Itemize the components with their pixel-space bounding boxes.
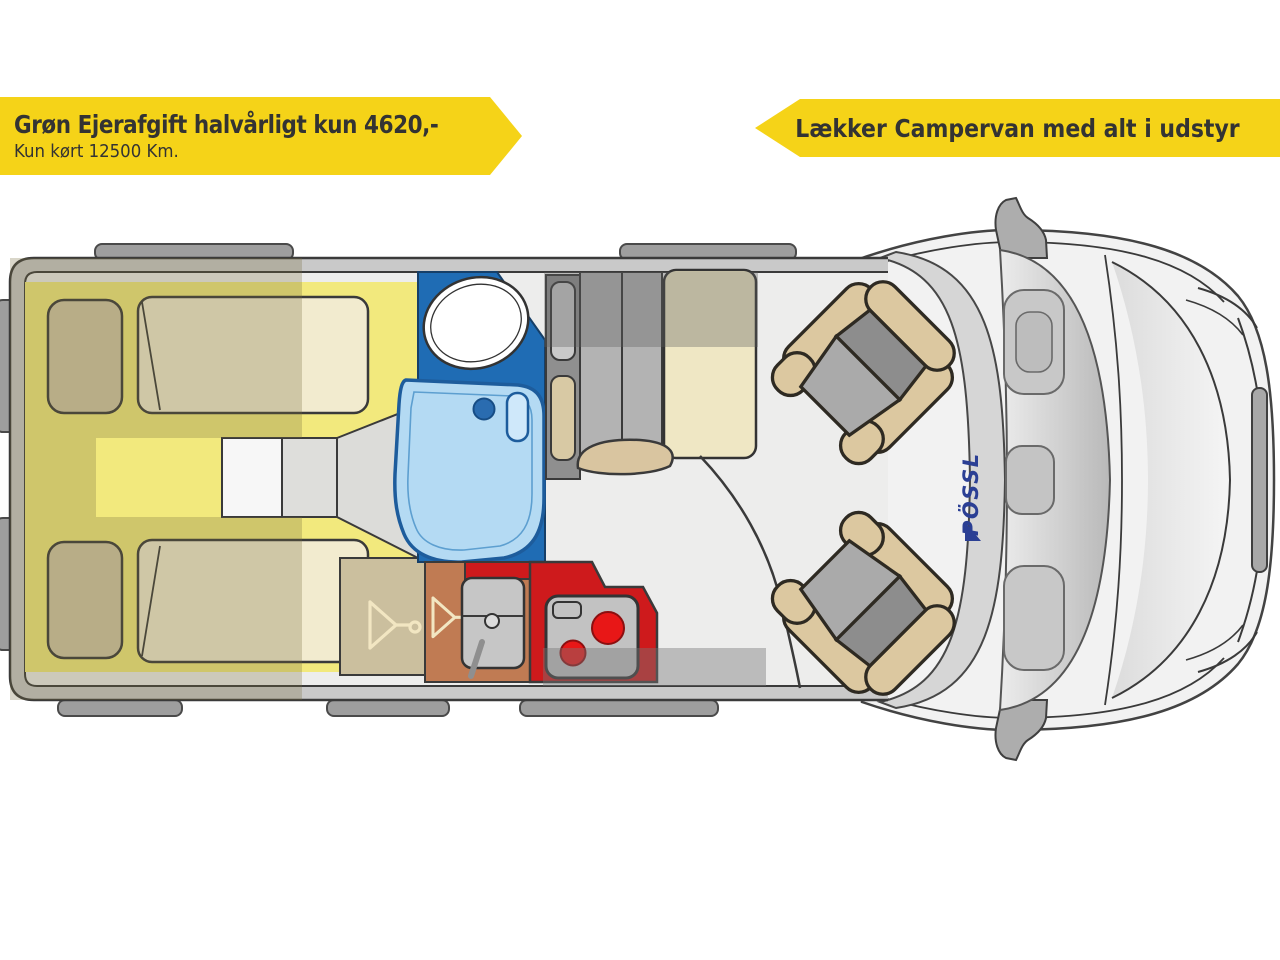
- sink-faucet: [468, 639, 485, 679]
- mirror-top: [994, 196, 1049, 259]
- bathroom: [393, 271, 546, 564]
- hood-crease-inner: [1104, 254, 1123, 706]
- brand-logo-wing-icon: [965, 522, 981, 541]
- stove-control: [552, 601, 582, 619]
- mattress-top: [136, 295, 370, 415]
- wine-glass-icon: [368, 600, 422, 650]
- glovebox: [1003, 565, 1065, 671]
- hood-shade: [1112, 262, 1230, 698]
- bed-center-step: [221, 437, 283, 518]
- kitchen: [424, 560, 659, 684]
- front-grille: [1251, 387, 1268, 573]
- overhead-bed-shade-left: [10, 438, 96, 517]
- wardrobe-door-top: [550, 281, 576, 361]
- sink-drain: [484, 613, 500, 629]
- wall-outer-line: [8, 256, 888, 702]
- bed-center-cabinet: [281, 437, 338, 518]
- steering-column: [1015, 311, 1053, 373]
- overhead-cabinet-shade: [544, 272, 758, 347]
- center-console: [1005, 445, 1055, 515]
- shower-tray-rim: [407, 391, 533, 551]
- overhead-cabinet-shade-lower: [543, 648, 766, 686]
- offer-banner-line1: Grøn Ejerafgift halvårligt kun 4620,-: [14, 110, 439, 139]
- dinette-seat: [662, 268, 758, 460]
- overhead-bed-shade-bottom: [10, 517, 302, 700]
- hood-crease-outer: [1111, 261, 1232, 699]
- shower-drain: [472, 397, 496, 421]
- door-rail-2: [326, 699, 450, 717]
- mattress-top-seam: [141, 301, 161, 411]
- offer-banner: Grøn Ejerafgift halvårligt kun 4620,- Ku…: [0, 97, 522, 175]
- wardrobe-door-bottom: [550, 375, 576, 461]
- shower-shelf: [505, 391, 530, 443]
- dinette: [544, 268, 758, 480]
- mirror-bottom: [994, 699, 1049, 762]
- headline-banner: Lækker Campervan med alt i udstyr: [755, 99, 1280, 157]
- pillow-top: [46, 298, 124, 415]
- headlight-bottom: [1197, 631, 1258, 673]
- cab-seat-driver: [770, 280, 956, 466]
- toilet: [422, 275, 530, 371]
- pillow-bottom: [46, 540, 124, 660]
- brand-logo: PÖSSL: [958, 452, 983, 536]
- burner-small: [559, 639, 587, 667]
- windshield: [876, 250, 1007, 710]
- headlight-bottom-inner: [1185, 624, 1244, 661]
- vehicle-front: PÖSSL: [860, 196, 1276, 762]
- mattress-bottom-seam: [141, 545, 161, 657]
- overhead-bed-shade-top: [10, 258, 302, 438]
- burner-large: [591, 611, 625, 645]
- headlight-top: [1197, 287, 1258, 329]
- headlight-top-inner: [1185, 299, 1244, 336]
- cab-seat-passenger: [770, 510, 956, 696]
- door-rail-1: [57, 699, 183, 717]
- offer-banner-line2: Kun kørt 12500 Km.: [14, 141, 179, 162]
- dinette-cushion: [576, 438, 674, 476]
- headline-banner-line1: Lækker Campervan med alt i udstyr: [795, 113, 1240, 143]
- sliding-door-rail: [519, 699, 719, 717]
- kitchen-block-strip: [464, 561, 534, 580]
